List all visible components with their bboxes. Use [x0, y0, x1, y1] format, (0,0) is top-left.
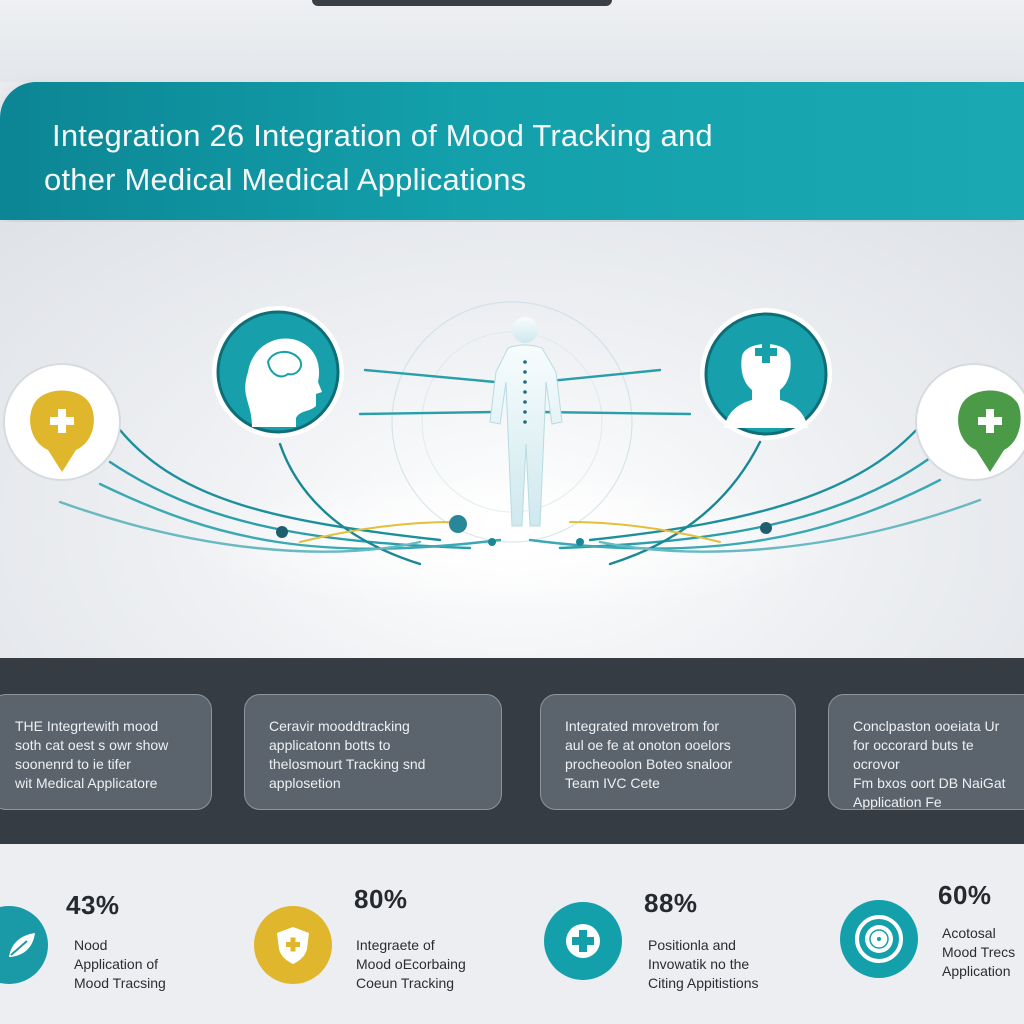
top-notch	[312, 0, 612, 6]
info-card-3: Integrated mrovetrom for aul oe fe at on…	[540, 694, 796, 810]
title-banner: Integration 26 Integration of Mood Track…	[0, 82, 1024, 220]
medical-pin-yellow-icon	[3, 363, 121, 481]
head-profile-icon	[212, 306, 344, 438]
info-card-4: Conclpaston ooeiata Ur for occorard buts…	[828, 694, 1024, 810]
stat-value-3: 88%	[644, 888, 698, 918]
stat-label-1: Nood Application of Mood Tracsing	[74, 937, 166, 991]
stats-section: 43% Nood Application of Mood Tracsing 80…	[0, 844, 1024, 1024]
title-line-2: other Medical Medical Applications	[44, 162, 527, 197]
medical-head-icon	[700, 308, 832, 440]
stat-label-2: Integraete of Mood oEcorbaing Coeun Trac…	[356, 937, 466, 991]
stat-label-3: Positionla and Invowatik no the Citing A…	[648, 937, 759, 991]
info-card-2: Ceravir mooddtracking applicatonn botts …	[244, 694, 502, 810]
medical-cross-icon	[544, 902, 622, 980]
stat-value-2: 80%	[354, 884, 408, 914]
hero-illustration	[0, 222, 1024, 658]
stat-value-1: 43%	[66, 890, 120, 920]
top-strip	[0, 0, 1024, 82]
leaf-icon	[0, 906, 48, 984]
info-card-1: THE Integrtewith mood soth cat oest s ow…	[0, 694, 212, 810]
shield-cross-icon	[254, 906, 332, 984]
stat-label-4: Acotosal Mood Trecs Application	[942, 925, 1016, 979]
info-band: THE Integrtewith mood soth cat oest s ow…	[0, 658, 1024, 844]
human-body-icon	[489, 317, 563, 527]
medical-pin-green-icon	[915, 363, 1024, 481]
gauge-icon	[840, 900, 918, 978]
stat-value-4: 60%	[938, 880, 992, 910]
title-line-1: Integration 26 Integration of Mood Track…	[52, 118, 713, 153]
page-title: Integration 26 Integration of Mood Track…	[44, 114, 904, 202]
